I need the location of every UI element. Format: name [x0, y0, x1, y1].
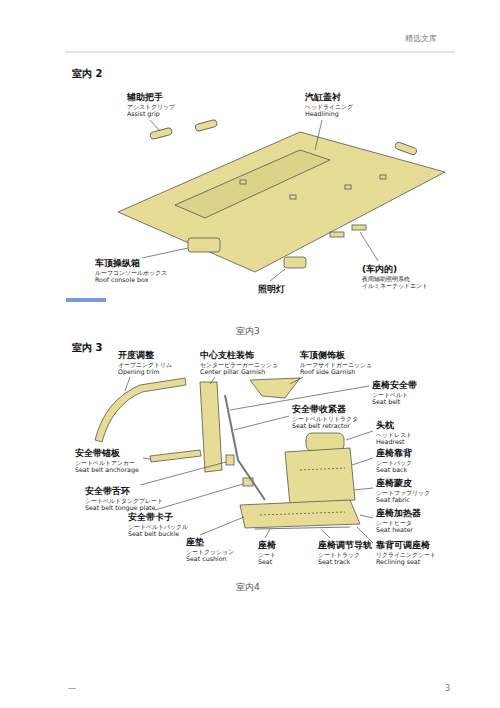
- illumination-part: [330, 232, 344, 237]
- part-name: 头枕: [376, 420, 394, 430]
- opening-trim: [95, 378, 186, 442]
- seat-back: [285, 448, 355, 505]
- part-name: 座椅靠背: [376, 448, 412, 458]
- part-name: 车顶侧饰板: [300, 350, 345, 360]
- clip: [345, 185, 351, 189]
- part-name-ja: ルーフサイドガーニッシュ: [300, 361, 372, 368]
- part-name-en: Seat cushion: [186, 555, 227, 562]
- page-mark: 3: [445, 684, 450, 693]
- part-name: 汽缸盖衬: [305, 92, 341, 102]
- part-name: 座垫: [186, 537, 204, 547]
- part-name-en: Headrest: [376, 438, 405, 445]
- part-name-en: Headlining: [305, 110, 339, 117]
- headrest: [306, 433, 344, 451]
- part-name: 座椅蒙皮: [376, 478, 412, 488]
- roof-console-box: [188, 238, 220, 252]
- part-name: 座椅调节导轨: [318, 540, 372, 550]
- part-name-ja: シートトラック: [318, 551, 360, 558]
- room-lamp: [284, 257, 306, 268]
- part-name-ja: 夜间辅助照明系统: [362, 275, 410, 282]
- part-name: 安全带舌环: [85, 486, 130, 496]
- part-name: 安全带锚板: [75, 448, 120, 458]
- part-name-en: Seat belt: [372, 398, 400, 405]
- figure-caption: 室内4: [236, 582, 260, 592]
- part-name-en: Seat belt buckle: [128, 530, 179, 537]
- part-name-ja: オープニングトリム: [118, 361, 172, 368]
- section-heading: 室内 3: [72, 342, 102, 354]
- headlining-panel: [118, 132, 445, 272]
- illumination-part: [352, 225, 366, 230]
- part-name-ja: ヘッドレスト: [376, 431, 412, 438]
- part-name-en: Opening trim: [118, 368, 160, 375]
- part-name-en: Roof side Garnish: [300, 368, 355, 375]
- center-pillar-garnish: [200, 382, 222, 472]
- part-name-ja: リクライニングシート: [376, 551, 436, 558]
- part-name: 开度调整: [118, 350, 154, 360]
- part-name-ja: ヘッドライニング: [305, 103, 353, 110]
- part-name-en: Assist grip: [127, 110, 160, 117]
- part-name-ja: シートベルトリトラクタ: [292, 415, 358, 422]
- watermark-bar: [66, 298, 106, 302]
- figure-caption: 室内3: [236, 326, 260, 336]
- part-name-ja: ルーフコンソールボックス: [95, 269, 167, 276]
- part-name: 中心支柱装饰: [200, 350, 254, 360]
- part-name-ja: シートベルトタングプレート: [85, 497, 163, 504]
- clip: [380, 175, 386, 179]
- assist-grip: [195, 119, 218, 131]
- part-name-ja: シートベルトバックル: [128, 523, 188, 530]
- part-name-ja: センターピラーガーニッシュ: [200, 361, 278, 368]
- part-name-en: Seat heater: [376, 526, 413, 533]
- part-name: 座椅加热器: [376, 508, 421, 518]
- header-rule: [65, 52, 455, 53]
- part-name-ja: シートベルトアンカー: [75, 459, 135, 466]
- part-name-ja: シートバック: [376, 459, 412, 466]
- part-name-ja: シート: [258, 551, 276, 558]
- tongue-plate: [226, 455, 234, 465]
- part-name-ja: シートヒータ: [376, 519, 412, 526]
- part-name: 安全带收紧器: [292, 404, 346, 414]
- part-name-en: Seat belt retractor: [292, 422, 350, 429]
- part-name-ja: アシストグリップ: [127, 103, 175, 110]
- part-name-en: Reclining seat: [376, 558, 420, 565]
- part-name-en: Seat belt anchorage: [75, 466, 139, 473]
- headliner-figure: [118, 119, 445, 272]
- part-name: 座椅: [258, 540, 276, 550]
- leader-lines: [142, 120, 378, 281]
- section-heading: 室内 2: [72, 68, 102, 80]
- part-name: 座椅安全带: [372, 380, 417, 390]
- roof-side-garnish: [250, 378, 300, 398]
- part-name-en: Seat fabric: [376, 496, 410, 503]
- part-name: 车顶操纵箱: [95, 258, 140, 268]
- part-name: 靠背可调座椅: [376, 540, 430, 550]
- part-name-en: イルミネーテッドエント: [362, 282, 428, 289]
- part-name: 照明灯: [258, 284, 285, 294]
- seat-belt-anchor: [150, 450, 201, 462]
- part-name-en: Roof console box: [95, 276, 148, 283]
- part-name: 安全带卡子: [128, 512, 173, 522]
- headlining-recess: [175, 150, 330, 218]
- part-name: 辅助把手: [127, 92, 163, 102]
- seat-cushion: [240, 500, 360, 528]
- part-name-en: Seat belt tongue plate: [85, 504, 155, 511]
- page-mark: —: [68, 684, 76, 693]
- part-name-ja: シートファブリック: [376, 489, 430, 496]
- part-name-en: Seat back: [376, 466, 407, 473]
- part-name-en: Center pillar Garnish: [200, 368, 265, 375]
- clip: [290, 195, 296, 199]
- page-mark: 精选文库: [405, 34, 437, 43]
- part-name-ja: シートベルト: [372, 391, 408, 398]
- part-name-en: Seat: [258, 558, 272, 565]
- assist-grip: [394, 141, 417, 155]
- part-name-en: Seat track: [318, 558, 350, 565]
- part-name-ja: シートクッション: [186, 548, 234, 555]
- leader-lines: [125, 377, 373, 543]
- part-name: (车内的): [362, 264, 397, 274]
- clip: [240, 180, 246, 184]
- assist-grip: [150, 127, 173, 139]
